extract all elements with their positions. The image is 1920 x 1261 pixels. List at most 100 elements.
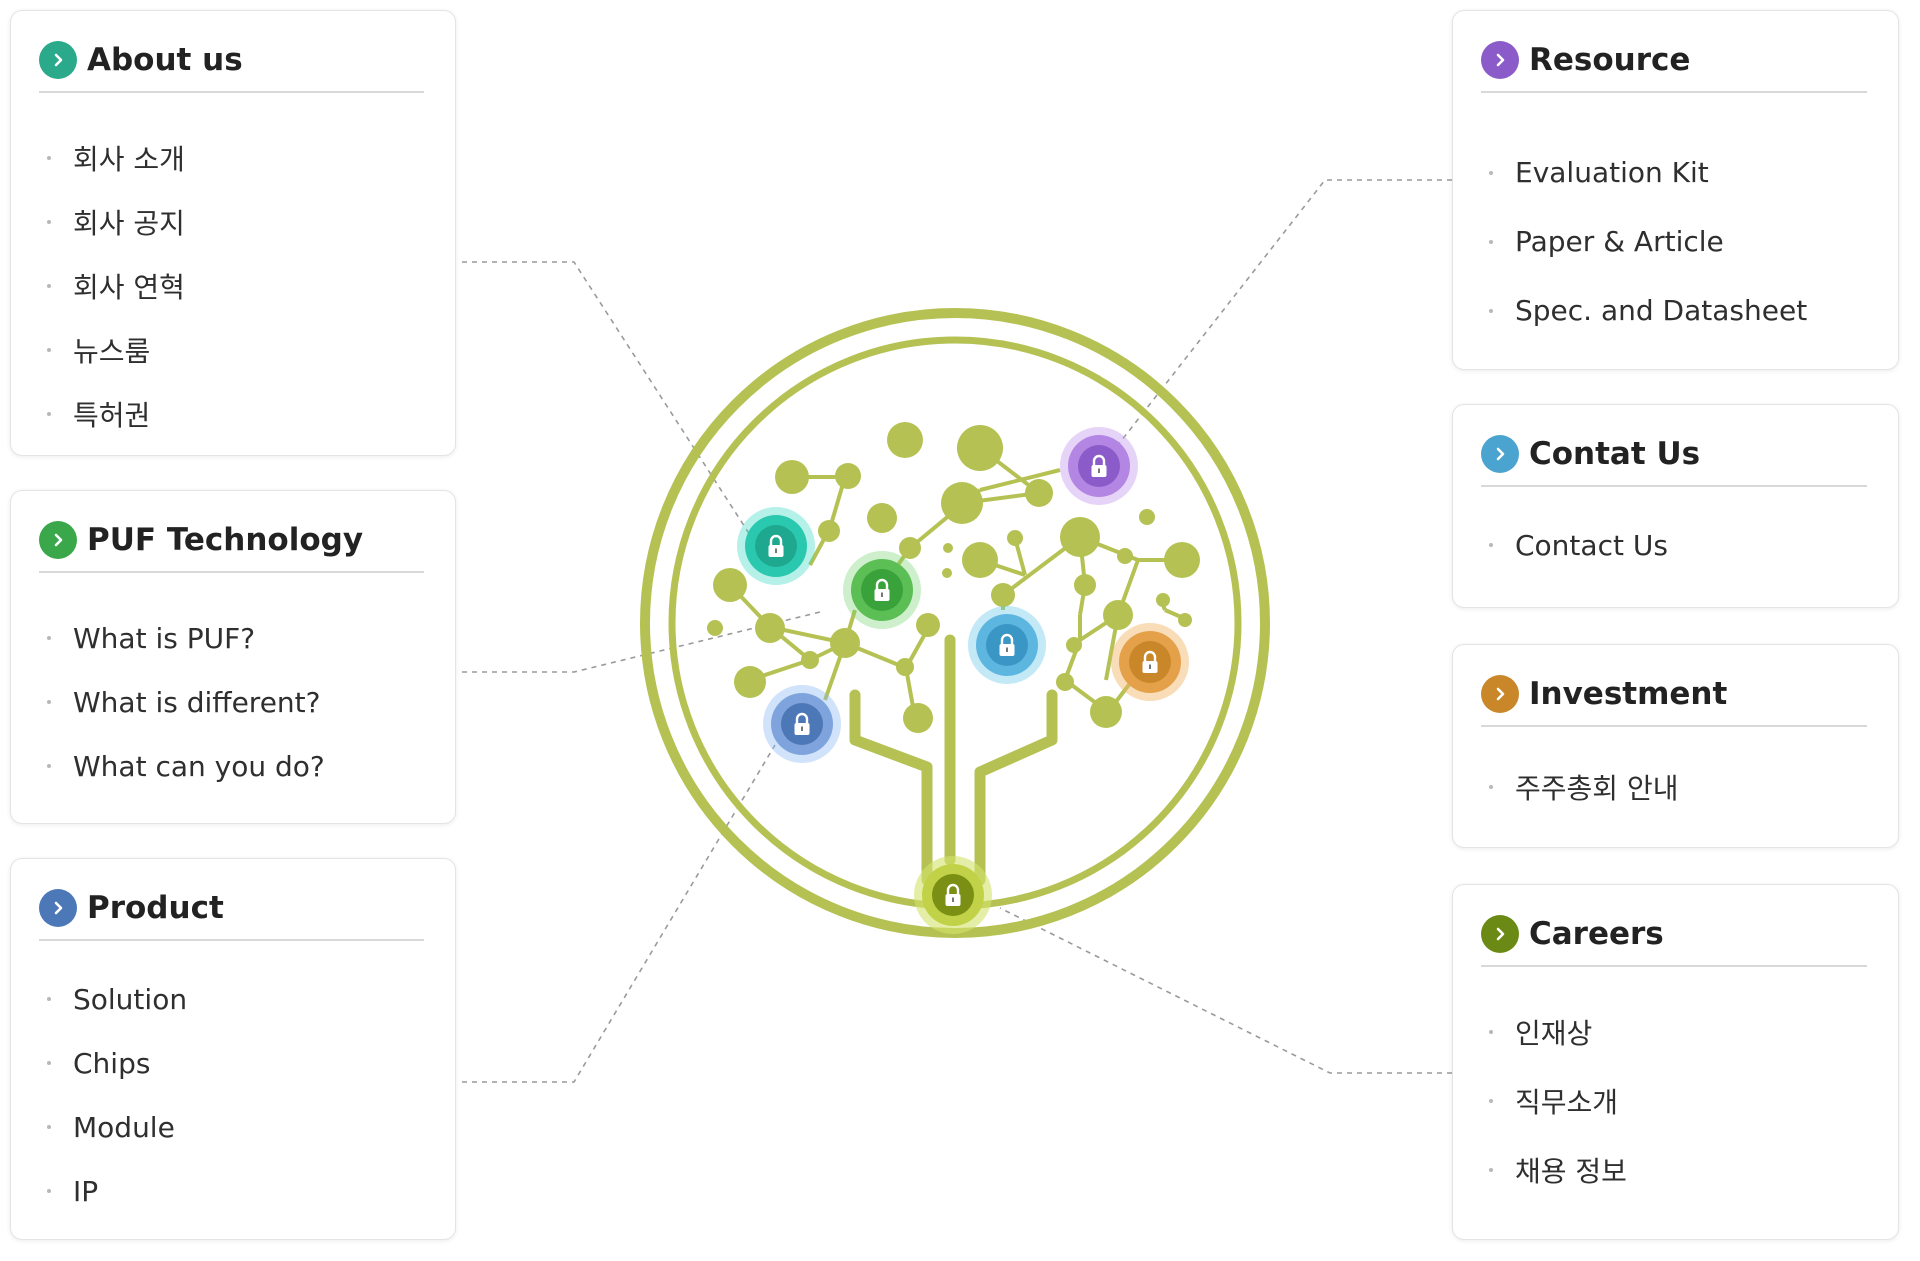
puf-link-what-can-you-do[interactable]: What can you do? — [47, 734, 435, 798]
lock-node-teal — [737, 507, 815, 585]
connector-about-us — [462, 261, 751, 536]
lock-node-cyan — [968, 606, 1046, 684]
about-us-link-notice[interactable]: 회사 공지 — [47, 190, 435, 254]
card-investment: Investment 주주총회 안내 — [1452, 644, 1899, 848]
resource-link-spec-datasheet[interactable]: Spec. and Datasheet — [1489, 276, 1878, 345]
about-us-links: 회사 소개 회사 공지 회사 연혁 뉴스룸 특허권 — [47, 126, 435, 446]
product-link-solution[interactable]: Solution — [47, 967, 435, 1031]
link-label: 회사 소개 — [73, 143, 185, 176]
bullet — [47, 284, 51, 288]
link-label: 뉴스룸 — [73, 335, 151, 368]
link-label: Chips — [73, 1046, 151, 1080]
lock-node-orange — [1111, 623, 1189, 701]
card-product: Product Solution Chips Module IP — [10, 858, 456, 1240]
bullet — [1489, 1098, 1493, 1103]
careers-link-talent[interactable]: 인재상 — [1489, 997, 1878, 1066]
link-label: Paper & Article — [1515, 225, 1724, 258]
chevron-right-icon — [1481, 41, 1519, 79]
bullet — [1489, 1029, 1493, 1034]
chevron-right-icon — [1481, 435, 1519, 473]
product-header[interactable]: Product — [39, 877, 424, 941]
resource-link-evaluation-kit[interactable]: Evaluation Kit — [1489, 138, 1878, 207]
link-label: 채용 정보 — [1515, 1154, 1627, 1188]
contact-us-links: Contact Us — [1489, 513, 1878, 577]
chevron-right-icon — [1481, 915, 1519, 953]
card-resource: Resource Evaluation Kit Paper & Article … — [1452, 10, 1899, 370]
link-label: 주주총회 안내 — [1515, 772, 1679, 805]
investment-title: Investment — [1529, 676, 1728, 712]
resource-link-paper-article[interactable]: Paper & Article — [1489, 207, 1878, 276]
bullet — [47, 1189, 51, 1193]
careers-link-recruitment[interactable]: 채용 정보 — [1489, 1135, 1878, 1204]
puf-technology-title: PUF Technology — [87, 522, 364, 558]
link-label: Contact Us — [1515, 528, 1668, 562]
bullet — [47, 348, 51, 352]
resource-header[interactable]: Resource — [1481, 29, 1867, 93]
about-us-link-company-intro[interactable]: 회사 소개 — [47, 126, 435, 190]
resource-links: Evaluation Kit Paper & Article Spec. and… — [1489, 138, 1878, 345]
bullet — [1489, 170, 1493, 175]
link-label: 특허권 — [73, 399, 151, 432]
link-label: 회사 공지 — [73, 207, 185, 240]
product-link-chips[interactable]: Chips — [47, 1031, 435, 1095]
link-label: Solution — [73, 982, 188, 1016]
bullet — [47, 764, 51, 768]
careers-link-job-intro[interactable]: 직무소개 — [1489, 1066, 1878, 1135]
lock-node-purple — [1060, 427, 1138, 505]
link-label: IP — [73, 1174, 99, 1208]
contact-us-title: Contat Us — [1529, 436, 1701, 472]
link-label: What can you do? — [73, 749, 325, 783]
bullet — [47, 156, 51, 160]
card-about-us: About us 회사 소개 회사 공지 회사 연혁 뉴스룸 특허권 — [10, 10, 456, 456]
link-label: Module — [73, 1110, 175, 1144]
card-puf-technology: PUF Technology What is PUF? What is diff… — [10, 490, 456, 824]
contact-us-header[interactable]: Contat Us — [1481, 423, 1867, 487]
connector-puf-technology — [462, 611, 821, 673]
connector-resource — [1099, 179, 1452, 469]
puf-technology-links: What is PUF? What is different? What can… — [47, 606, 435, 798]
investment-header[interactable]: Investment — [1481, 663, 1867, 727]
tree-trunk — [849, 634, 1058, 886]
careers-links: 인재상 직무소개 채용 정보 — [1489, 997, 1878, 1204]
careers-title: Careers — [1529, 916, 1664, 952]
bullet — [47, 1125, 51, 1129]
puf-link-what-is-puf[interactable]: What is PUF? — [47, 606, 435, 670]
chevron-right-icon — [39, 889, 77, 927]
link-label: 직무소개 — [1515, 1085, 1619, 1119]
bullet — [47, 700, 51, 704]
about-us-header[interactable]: About us — [39, 29, 424, 93]
lock-nodes — [737, 427, 1189, 934]
product-link-module[interactable]: Module — [47, 1095, 435, 1159]
chevron-right-icon — [39, 41, 77, 79]
about-us-link-newsroom[interactable]: 뉴스룸 — [47, 318, 435, 382]
contact-link-contact-us[interactable]: Contact Us — [1489, 513, 1878, 577]
investment-links: 주주총회 안내 — [1489, 755, 1878, 819]
puf-technology-header[interactable]: PUF Technology — [39, 509, 424, 573]
bullet — [1489, 239, 1493, 244]
investment-link-shareholders-meeting[interactable]: 주주총회 안내 — [1489, 755, 1878, 819]
connector-product — [462, 744, 776, 1083]
bullet — [1489, 785, 1493, 789]
bullet — [1489, 308, 1493, 313]
connector-careers — [999, 907, 1452, 1074]
about-us-link-history[interactable]: 회사 연혁 — [47, 254, 435, 318]
bullet — [47, 997, 51, 1001]
about-us-title: About us — [87, 42, 243, 78]
bullet — [1489, 543, 1493, 547]
link-label: What is different? — [73, 685, 321, 719]
link-label: Evaluation Kit — [1515, 156, 1709, 189]
product-link-ip[interactable]: IP — [47, 1159, 435, 1223]
about-us-link-patents[interactable]: 특허권 — [47, 382, 435, 446]
product-links: Solution Chips Module IP — [47, 967, 435, 1223]
careers-header[interactable]: Careers — [1481, 903, 1867, 967]
lock-node-olive — [914, 856, 992, 934]
bullet — [47, 220, 51, 224]
puf-link-what-is-different[interactable]: What is different? — [47, 670, 435, 734]
resource-title: Resource — [1529, 42, 1691, 78]
link-label: 회사 연혁 — [73, 271, 185, 304]
bullet — [47, 1061, 51, 1065]
link-label: 인재상 — [1515, 1016, 1593, 1050]
bullet — [47, 412, 51, 416]
